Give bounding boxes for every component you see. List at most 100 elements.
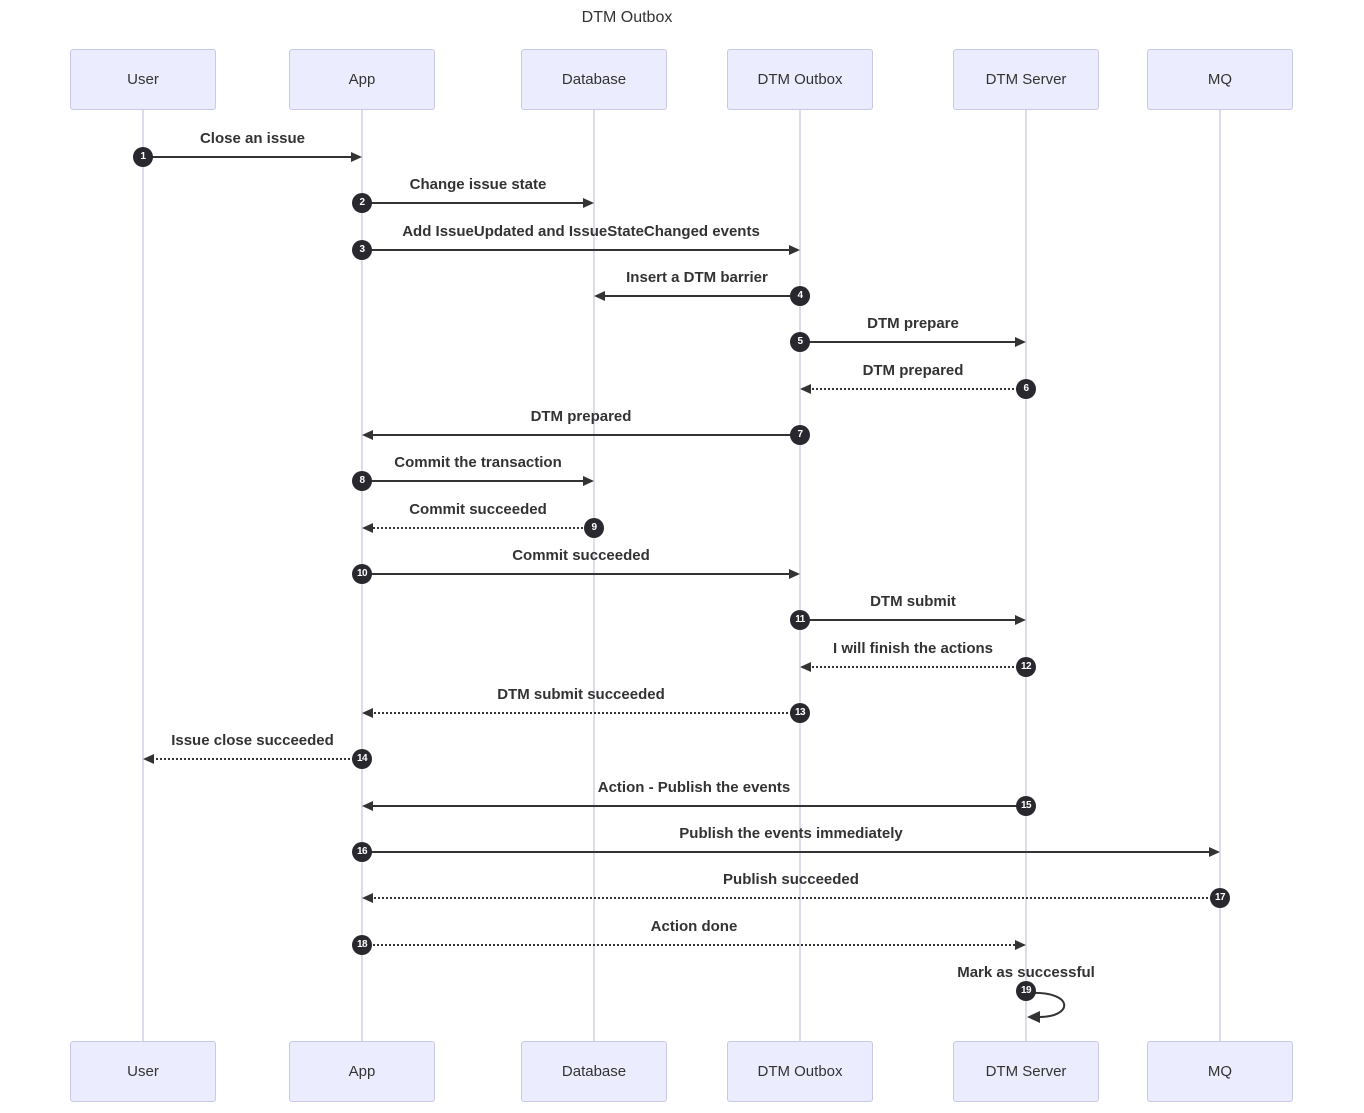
- arrowhead-icon-13: [362, 708, 373, 718]
- message-label-10: Commit succeeded: [512, 547, 650, 564]
- arrowhead-icon-14: [143, 754, 154, 764]
- message-label-18: Action done: [650, 918, 738, 935]
- participant-box-bottom-mq: MQ: [1147, 1041, 1293, 1102]
- message-arrow-6: [808, 388, 1026, 390]
- message-arrow-5: [800, 341, 1018, 343]
- arrowhead-icon-18: [1015, 940, 1026, 950]
- message-label-3: Add IssueUpdated and IssueStateChanged e…: [402, 223, 760, 240]
- arrowhead-icon-6: [800, 384, 811, 394]
- sequence-number-badge-19: 19: [1016, 981, 1036, 1001]
- arrowhead-icon-3: [789, 245, 800, 255]
- participant-box-bottom-app: App: [289, 1041, 435, 1102]
- self-loop-curve: [1027, 991, 1066, 1023]
- participant-box-top-dtm-server: DTM Server: [953, 49, 1099, 110]
- message-arrow-12: [808, 666, 1026, 668]
- message-arrow-15: [370, 805, 1026, 807]
- message-label-6: DTM prepared: [862, 362, 964, 379]
- message-label-8: Commit the transaction: [394, 454, 562, 471]
- message-arrow-7: [370, 434, 800, 436]
- sequence-number-badge-8: 8: [352, 471, 372, 491]
- message-arrow-8: [362, 480, 586, 482]
- sequence-number-badge-4: 4: [790, 286, 810, 306]
- message-arrow-14: [151, 758, 362, 760]
- sequence-number-badge-14: 14: [352, 749, 372, 769]
- message-label-16: Publish the events immediately: [679, 825, 903, 842]
- message-arrow-13: [370, 712, 800, 714]
- sequence-number-badge-13: 13: [790, 703, 810, 723]
- sequence-number-badge-6: 6: [1016, 379, 1036, 399]
- message-arrow-11: [800, 619, 1018, 621]
- diagram-title: DTM Outbox: [581, 9, 673, 26]
- sequence-number-badge-15: 15: [1016, 796, 1036, 816]
- participant-label: App: [348, 71, 376, 88]
- lifeline-dtm-outbox: [799, 110, 801, 1041]
- message-label-4: Insert a DTM barrier: [626, 269, 768, 286]
- arrowhead-icon-17: [362, 893, 373, 903]
- message-label-2: Change issue state: [409, 176, 547, 193]
- participant-label: Database: [561, 71, 627, 88]
- message-arrow-9: [370, 527, 594, 529]
- message-label-15: Action - Publish the events: [597, 779, 791, 796]
- sequence-number-badge-16: 16: [352, 842, 372, 862]
- participant-box-top-dtm-outbox: DTM Outbox: [727, 49, 873, 110]
- lifeline-user: [142, 110, 144, 1041]
- arrowhead-icon-15: [362, 801, 373, 811]
- message-label-11: DTM submit: [870, 593, 956, 610]
- participant-box-bottom-dtm-outbox: DTM Outbox: [727, 1041, 873, 1102]
- participant-label: User: [127, 71, 159, 88]
- participant-box-bottom-database: Database: [521, 1041, 667, 1102]
- sequence-number-badge-18: 18: [352, 935, 372, 955]
- sequence-number-badge-12: 12: [1016, 657, 1036, 677]
- participant-box-bottom-dtm-server: DTM Server: [953, 1041, 1099, 1102]
- message-arrow-17: [370, 897, 1220, 899]
- participant-label: DTM Server: [985, 1063, 1067, 1080]
- message-arrow-3: [362, 249, 792, 251]
- participant-label: MQ: [1207, 1063, 1233, 1080]
- participant-label: DTM Outbox: [757, 71, 843, 88]
- message-label-7: DTM prepared: [530, 408, 632, 425]
- message-label-19: Mark as successful: [957, 964, 1095, 981]
- arrowhead-icon-2: [583, 198, 594, 208]
- arrowhead-icon-11: [1015, 615, 1026, 625]
- message-arrow-4: [602, 295, 800, 297]
- message-arrow-2: [362, 202, 586, 204]
- message-arrow-1: [143, 156, 354, 158]
- message-arrow-16: [362, 851, 1212, 853]
- message-label-12: I will finish the actions: [832, 640, 994, 657]
- arrowhead-icon-10: [789, 569, 800, 579]
- sequence-number-badge-5: 5: [790, 332, 810, 352]
- arrowhead-icon-5: [1015, 337, 1026, 347]
- participant-label: Database: [561, 1063, 627, 1080]
- participant-label: App: [348, 1063, 376, 1080]
- participant-box-top-app: App: [289, 49, 435, 110]
- participant-label: User: [127, 1063, 159, 1080]
- lifeline-dtm-server: [1025, 110, 1027, 1041]
- lifeline-mq: [1219, 110, 1221, 1041]
- participant-box-top-mq: MQ: [1147, 49, 1293, 110]
- sequence-number-badge-17: 17: [1210, 888, 1230, 908]
- arrowhead-icon-9: [362, 523, 373, 533]
- participant-label: DTM Server: [985, 71, 1067, 88]
- sequence-number-badge-2: 2: [352, 193, 372, 213]
- participant-box-bottom-user: User: [70, 1041, 216, 1102]
- arrowhead-icon-1: [351, 152, 362, 162]
- sequence-number-badge-3: 3: [352, 240, 372, 260]
- message-label-1: Close an issue: [199, 130, 306, 147]
- sequence-number-badge-1: 1: [133, 147, 153, 167]
- participant-box-top-database: Database: [521, 49, 667, 110]
- sequence-number-badge-10: 10: [352, 564, 372, 584]
- message-label-17: Publish succeeded: [723, 871, 859, 888]
- arrowhead-icon-16: [1209, 847, 1220, 857]
- message-label-13: DTM submit succeeded: [497, 686, 665, 703]
- sequence-number-badge-9: 9: [584, 518, 604, 538]
- arrowhead-icon-4: [594, 291, 605, 301]
- sequence-number-badge-11: 11: [790, 610, 810, 630]
- message-label-5: DTM prepare: [867, 315, 959, 332]
- arrowhead-icon-12: [800, 662, 811, 672]
- participant-label: MQ: [1207, 71, 1233, 88]
- self-message-arrow-19: [1026, 988, 1080, 1029]
- message-arrow-10: [362, 573, 792, 575]
- message-label-14: Issue close succeeded: [171, 732, 334, 749]
- sequence-number-badge-7: 7: [790, 425, 810, 445]
